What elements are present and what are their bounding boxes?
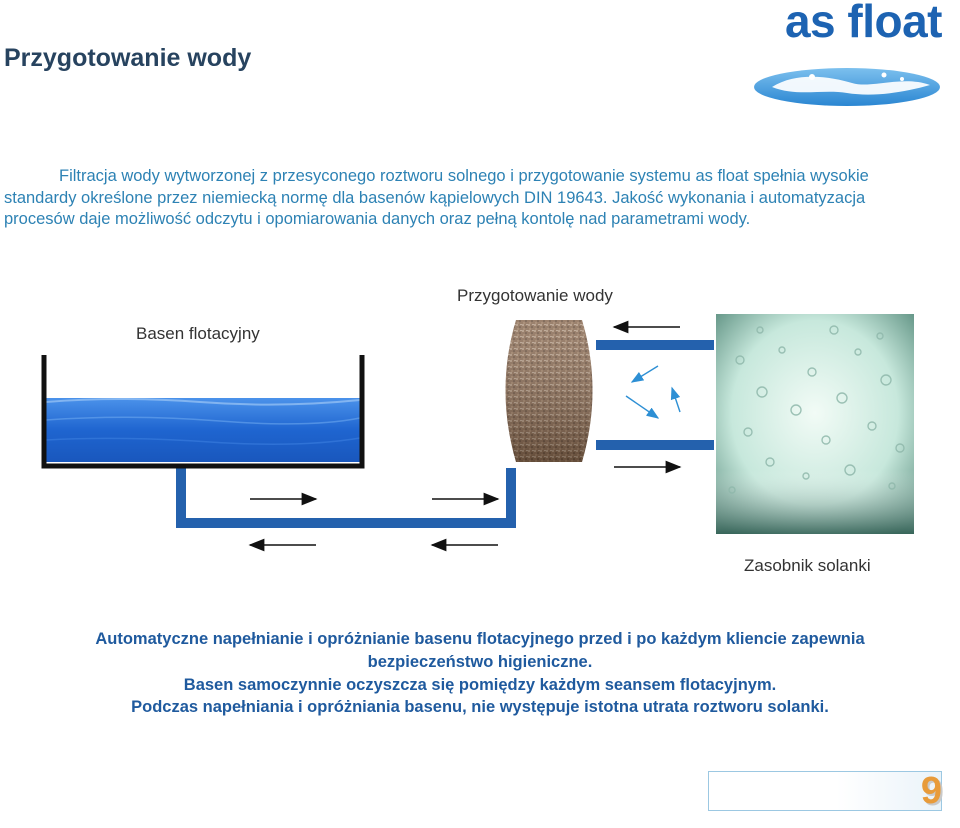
summary-line: Automatyczne napełnianie i opróżnianie b… xyxy=(95,630,865,648)
summary-line: Podczas napełniania i opróżniania basenu… xyxy=(131,698,829,717)
brine-tank-label: Zasobnik solanki xyxy=(744,556,871,575)
brine-tank xyxy=(716,314,914,534)
summary-line: bezpieczeństwo higieniczne. xyxy=(367,652,593,671)
water-splash-logo xyxy=(754,68,940,106)
water-treatment-label: Przygotowanie wody xyxy=(457,286,613,305)
circulation-arrows xyxy=(625,365,681,419)
page-title: Przygotowanie wody xyxy=(4,44,252,72)
intro-line: procesów daje możliwość odczytu i opomia… xyxy=(4,210,751,228)
pipe-system xyxy=(176,340,714,528)
pool-label: Basen flotacyjny xyxy=(136,324,260,343)
summary-text: Automatyczne napełnianie i opróżnianie b… xyxy=(40,628,920,719)
intro-line: Filtracja wody wytworzonej z przesyconeg… xyxy=(59,167,869,185)
page-number-box xyxy=(708,771,942,811)
brand-name: as float xyxy=(784,0,943,47)
flotation-pool xyxy=(41,355,365,469)
flow-arrows xyxy=(248,320,682,552)
sand-filter xyxy=(505,320,593,462)
intro-line: standardy określone przez niemiecką norm… xyxy=(4,188,866,207)
intro-paragraph: Filtracja wody wytworzonej z przesyconeg… xyxy=(4,166,944,231)
summary-line: Basen samoczynnie oczyszcza się pomiędzy… xyxy=(183,675,777,694)
page-number: 9 xyxy=(920,770,942,812)
